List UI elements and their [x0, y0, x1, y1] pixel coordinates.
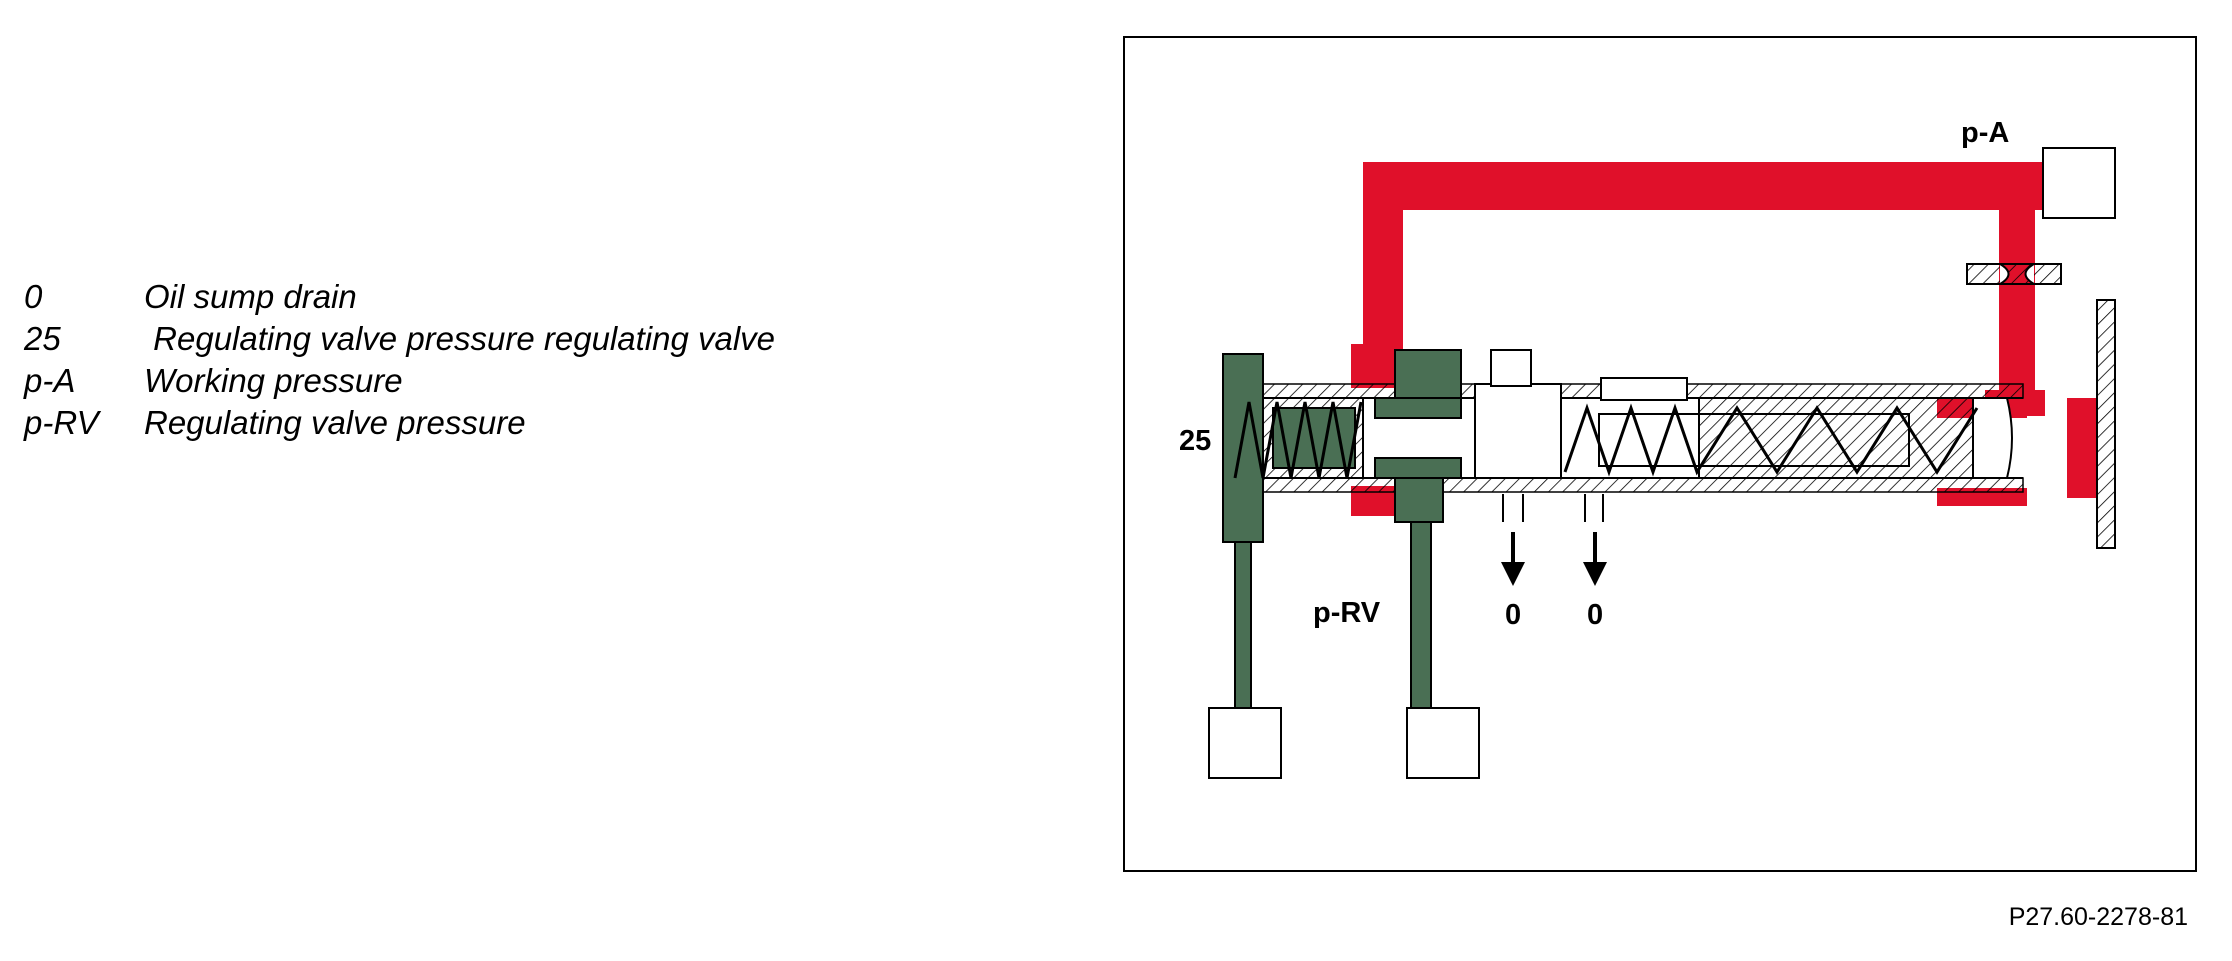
legend-row-valve: 25 Regulating valve pressure regulating …	[24, 318, 775, 360]
throttle-restrictor	[1966, 263, 2062, 285]
figure-id: P27.60-2278-81	[2008, 903, 2188, 931]
legend-desc: Working pressure	[144, 362, 403, 399]
pa-label: p-A	[1961, 117, 2009, 149]
drain-label-2: 0	[1587, 599, 1603, 631]
legend: 0 Oil sump drain 25 Regulating valve pre…	[24, 276, 775, 444]
drain-ports	[1502, 494, 1604, 522]
legend-row-working-pressure: p-A Working pressure	[24, 360, 775, 402]
prv-label: p-RV	[1313, 597, 1381, 629]
legend-key: p-RV	[24, 404, 99, 441]
legend-key: p-A	[24, 362, 76, 399]
legend-desc: Oil sump drain	[144, 278, 357, 315]
end-plate	[2096, 299, 2116, 549]
solenoid-box-left	[1208, 707, 1282, 779]
pa-pressure-box	[2042, 147, 2116, 219]
pressure-spring	[1563, 403, 1979, 477]
legend-key: 0	[24, 278, 43, 315]
legend-desc: Regulating valve pressure	[144, 404, 526, 441]
legend-row-drain: 0 Oil sump drain	[24, 276, 775, 318]
regulating-spring	[1233, 401, 1363, 479]
drain-arrow-2	[1583, 532, 1607, 586]
valve-diagram: p-A p-RV 25 0 0	[1179, 117, 2116, 779]
legend-row-regulating-pressure: p-RV Regulating valve pressure	[24, 402, 775, 444]
prv-pressure-box	[1406, 707, 1480, 779]
legend-key: 25	[24, 320, 61, 357]
drain-label-1: 0	[1505, 599, 1521, 631]
drain-arrow-1	[1501, 532, 1525, 586]
legend-desc: Regulating valve pressure regulating val…	[144, 320, 776, 357]
valve-number-label: 25	[1179, 425, 1211, 457]
valve-diagram-frame: p-A p-RV 25 0 0	[1123, 36, 2197, 872]
